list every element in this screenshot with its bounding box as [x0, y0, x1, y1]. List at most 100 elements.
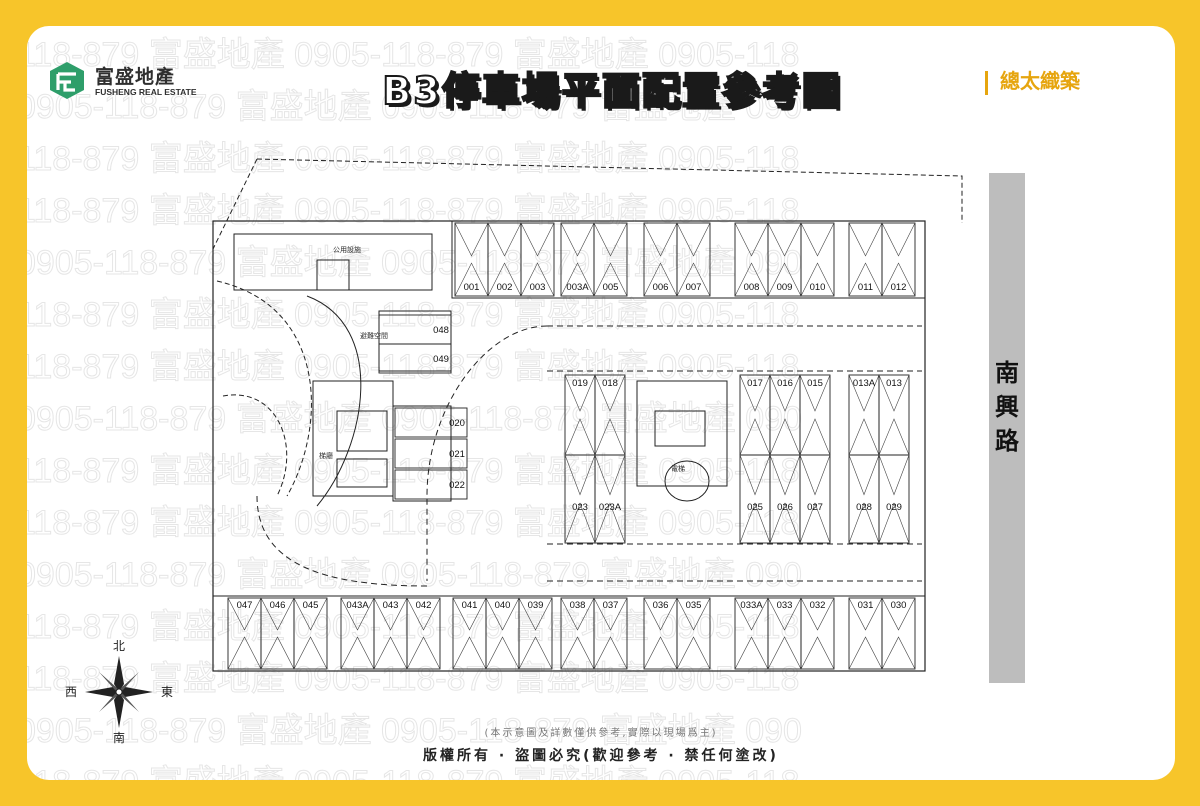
project-brand: 總太織築	[985, 64, 1080, 98]
stall-marking	[734, 597, 769, 670]
stall-number-mid-bottom: 026	[777, 502, 793, 513]
stall-number-mid-top: 013	[886, 378, 902, 389]
compass-east: 東	[161, 685, 173, 699]
stall-number-mid-bottom: 025	[747, 502, 763, 513]
stall-marking	[485, 597, 520, 670]
parking-stall	[799, 454, 831, 544]
stall-number-bottom: 032	[810, 600, 826, 611]
parking-stall	[394, 407, 468, 438]
brand-divider	[985, 70, 988, 95]
stall-marking	[848, 454, 880, 544]
stall-number-bottom: 042	[416, 600, 432, 611]
stall-marking	[848, 374, 880, 456]
stair-core-middle	[636, 380, 728, 487]
stall-marking	[767, 597, 802, 670]
stall-number-bottom: 037	[603, 600, 619, 611]
stall-marking	[560, 597, 595, 670]
stall-marking	[293, 597, 328, 670]
parking-stall	[564, 454, 596, 544]
stall-number-bottom: 039	[528, 600, 544, 611]
parking-stall	[739, 454, 771, 544]
site-boundary-west	[212, 158, 258, 666]
stall-number-bottom: 033A	[740, 600, 763, 611]
stall-marking	[643, 222, 678, 297]
stall-number-bottom: 041	[462, 600, 478, 611]
stall-number-bottom: 030	[891, 600, 907, 611]
parking-stall	[520, 222, 555, 297]
compass-west: 西	[65, 685, 77, 699]
stall-number-bottom: 040	[495, 600, 511, 611]
logo-mark-icon	[50, 62, 84, 99]
copyright-footer: 版權所有 · 盜圖必究(歡迎參考 · 禁任何塗改)	[423, 748, 779, 764]
stall-marking	[799, 454, 831, 544]
stall-marking	[800, 222, 835, 297]
shelter-label: 避難空間	[360, 331, 388, 340]
parking-stall	[593, 222, 628, 297]
parking-stall	[676, 597, 711, 670]
stall-marking	[878, 374, 910, 456]
stall-number-bottom: 036	[653, 600, 669, 611]
stall-marking	[564, 374, 596, 456]
stair-core-left	[312, 380, 394, 497]
stall-number-bottom: 038	[570, 600, 586, 611]
stall-number-top: 003	[530, 282, 546, 293]
stall-marking	[878, 454, 910, 544]
stall-number-mid-top: 013A	[853, 378, 876, 389]
stall-marking	[594, 374, 626, 456]
stall-marking	[518, 597, 553, 670]
stall-marking	[848, 222, 883, 297]
stall-marking	[594, 454, 626, 544]
parking-stall	[593, 597, 628, 670]
stall-number-top: 008	[744, 282, 760, 293]
parking-stall	[881, 222, 916, 297]
company-logo: 富盛地產 FUSHENG REAL ESTATE	[47, 60, 207, 104]
stall-number-side: 048	[433, 325, 449, 336]
stall-marking	[799, 374, 831, 456]
stall-number-side: 021	[449, 449, 465, 460]
public-area-notch	[316, 259, 350, 291]
stall-marking	[881, 222, 916, 297]
logo-name-cn: 富盛地產	[95, 66, 176, 88]
stall-marking	[767, 222, 802, 297]
stall-marking	[454, 222, 489, 297]
stall-number-mid-bottom: 023A	[599, 502, 622, 513]
public-area-label: 公用設施	[333, 245, 361, 254]
stall-number-top: 005	[603, 282, 619, 293]
side-row-block	[392, 405, 452, 502]
logo-name-en: FUSHENG REAL ESTATE	[95, 87, 197, 97]
parking-stalls	[227, 222, 916, 670]
compass-north: 北	[113, 639, 125, 653]
parking-stall	[676, 222, 711, 297]
stall-number-bottom: 031	[858, 600, 874, 611]
parking-stall	[378, 343, 452, 374]
stall-number-bottom: 047	[237, 600, 253, 611]
stall-number-mid-bottom: 023	[572, 502, 588, 513]
driving-lane	[426, 325, 922, 581]
public-area-room	[233, 233, 433, 291]
stall-marking	[564, 454, 596, 544]
stall-marking	[739, 374, 771, 456]
parking-stall	[848, 454, 880, 544]
stall-marking	[373, 597, 408, 670]
stall-marking	[676, 222, 711, 297]
stall-marking	[452, 597, 487, 670]
stall-marking	[800, 597, 835, 670]
bottom-row-block	[212, 595, 926, 672]
stall-number-bottom: 033	[777, 600, 793, 611]
stall-number-bottom: 046	[270, 600, 286, 611]
stall-number-top: 011	[858, 282, 873, 293]
stall-number-top: 001	[464, 282, 480, 293]
disclaimer: (本示意圖及詳數僅供參考,實際以現場爲主)	[484, 728, 718, 739]
compass-south: 南	[113, 730, 125, 745]
road-strip	[989, 173, 1025, 683]
stall-number-mid-top: 017	[747, 378, 763, 389]
stall-number-bottom: 043A	[346, 600, 369, 611]
parking-stall	[518, 597, 553, 670]
stall-marking	[487, 222, 522, 297]
parking-stall	[594, 454, 626, 544]
site-boundary	[256, 158, 963, 223]
stall-number-mid-top: 016	[777, 378, 793, 389]
